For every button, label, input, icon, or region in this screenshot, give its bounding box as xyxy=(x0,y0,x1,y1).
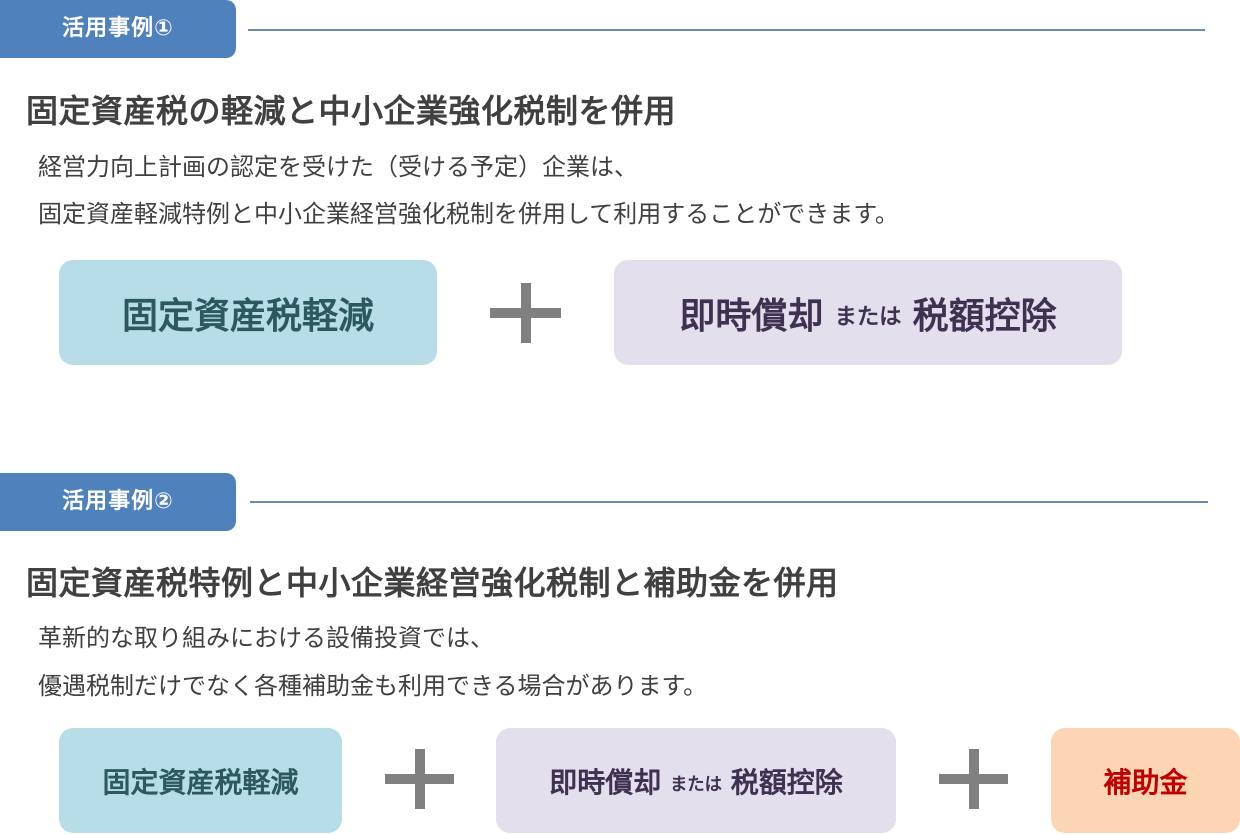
case-2-tag: 活用事例② xyxy=(0,473,236,531)
case-2-heading: 固定資産税特例と中小企業経営強化税制と補助金を併用 xyxy=(26,564,839,602)
case-1-tax-reduction-label: 固定資産税軽減 xyxy=(121,295,374,337)
case-2-tax-reduction-box: 固定資産税軽減 xyxy=(59,728,342,833)
case-1-tax-reduction-box: 固定資産税軽減 xyxy=(59,260,437,365)
plus-icon xyxy=(385,749,454,809)
case-1-depreciation-box: 即時償却 または 税額控除 xyxy=(614,260,1122,365)
case-2-description-line-2: 優遇税制だけでなく各種補助金も利用できる場合があります。 xyxy=(38,672,708,700)
case-2-subsidy-label: 補助金 xyxy=(1103,765,1188,799)
case-1-tag: 活用事例① xyxy=(0,0,236,58)
case-2-description-line-1: 革新的な取り組みにおける設備投資では、 xyxy=(38,624,494,652)
case-1-heading: 固定資産税の軽減と中小企業強化税制を併用 xyxy=(26,92,677,130)
case-2-immediate-depreciation-label: 即時償却 xyxy=(549,765,662,799)
case-2-tax-reduction-label: 固定資産税軽減 xyxy=(102,765,299,799)
plus-icon xyxy=(939,749,1008,809)
plus-icon xyxy=(490,283,561,343)
case-2-or-label: または xyxy=(669,775,723,796)
case-2-depreciation-box: 即時償却 または 税額控除 xyxy=(496,728,896,833)
case-1-description-line-2: 固定資産軽減特例と中小企業経営強化税制を併用して利用することができます。 xyxy=(38,200,899,228)
case-1-immediate-depreciation-label: 即時償却 xyxy=(679,295,824,337)
case-1-description-line-1: 経営力向上計画の認定を受けた（受ける予定）企業は、 xyxy=(38,153,638,181)
case-2-divider xyxy=(250,501,1208,503)
case-2-tax-credit-label: 税額控除 xyxy=(730,765,843,799)
case-2-subsidy-box: 補助金 xyxy=(1051,728,1240,833)
case-1-tax-credit-label: 税額控除 xyxy=(912,295,1057,337)
case-1-divider xyxy=(248,29,1205,31)
case-1-or-label: または xyxy=(834,304,902,331)
